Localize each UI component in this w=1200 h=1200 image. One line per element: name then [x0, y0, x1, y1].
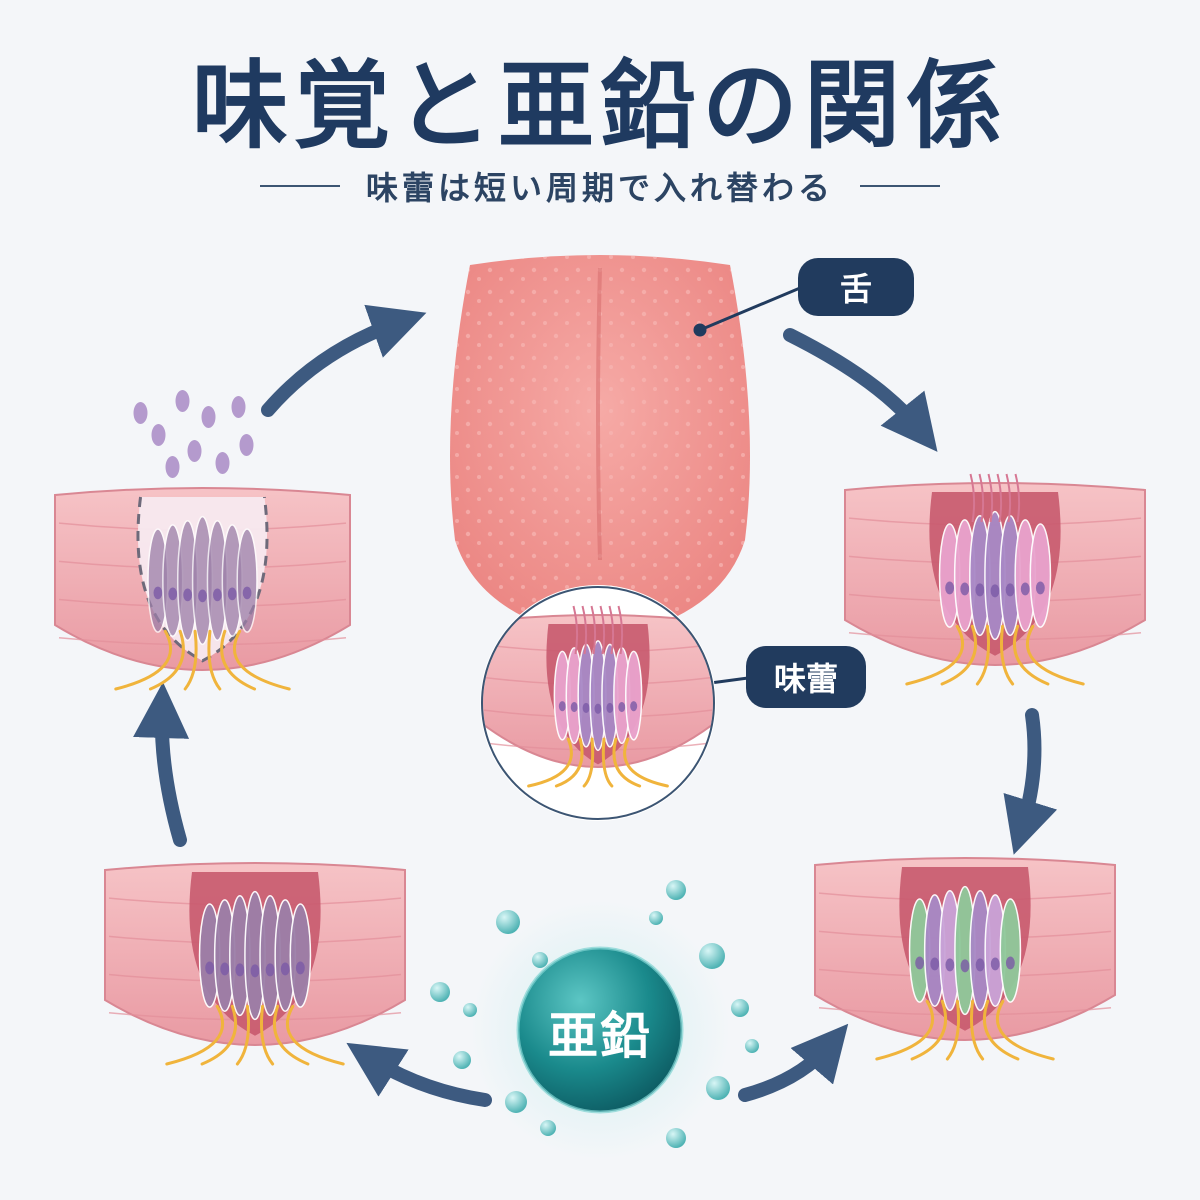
taste-bud-label: 味蕾: [746, 646, 866, 708]
zoom-taste-bud: [483, 605, 713, 788]
subtitle: 味蕾は短い周期で入れ替わる: [365, 169, 834, 207]
arrow-left: [133, 682, 190, 847]
tongue-label: 舌: [798, 258, 914, 316]
subtitle-row: 味蕾は短い周期で入れ替わる: [0, 166, 1200, 207]
taste-bud-panel-shedding: [54, 390, 351, 691]
subtitle-rule-right: [860, 185, 940, 187]
arrow-bottom-right: [738, 1023, 849, 1102]
taste-bud-panel-renewed: [814, 857, 1116, 1061]
zinc-bubbles: [430, 880, 759, 1148]
zinc-label: 亜鉛: [548, 1007, 652, 1065]
arrow-top-left: [261, 304, 427, 417]
taste-bud-panel-aging: [104, 862, 406, 1066]
arrow-bottom-left: [346, 1042, 492, 1107]
taste-bud-panel-mature: [844, 473, 1146, 686]
zoom-circle: [480, 585, 716, 821]
subtitle-rule-left: [259, 185, 340, 187]
arrow-top-right: [783, 328, 938, 452]
tongue-illustration: [450, 255, 750, 640]
arrow-right: [1003, 708, 1058, 855]
cycle-arrows: [133, 304, 1058, 1107]
page-title: 味覚と亜鉛の関係: [192, 50, 1008, 162]
